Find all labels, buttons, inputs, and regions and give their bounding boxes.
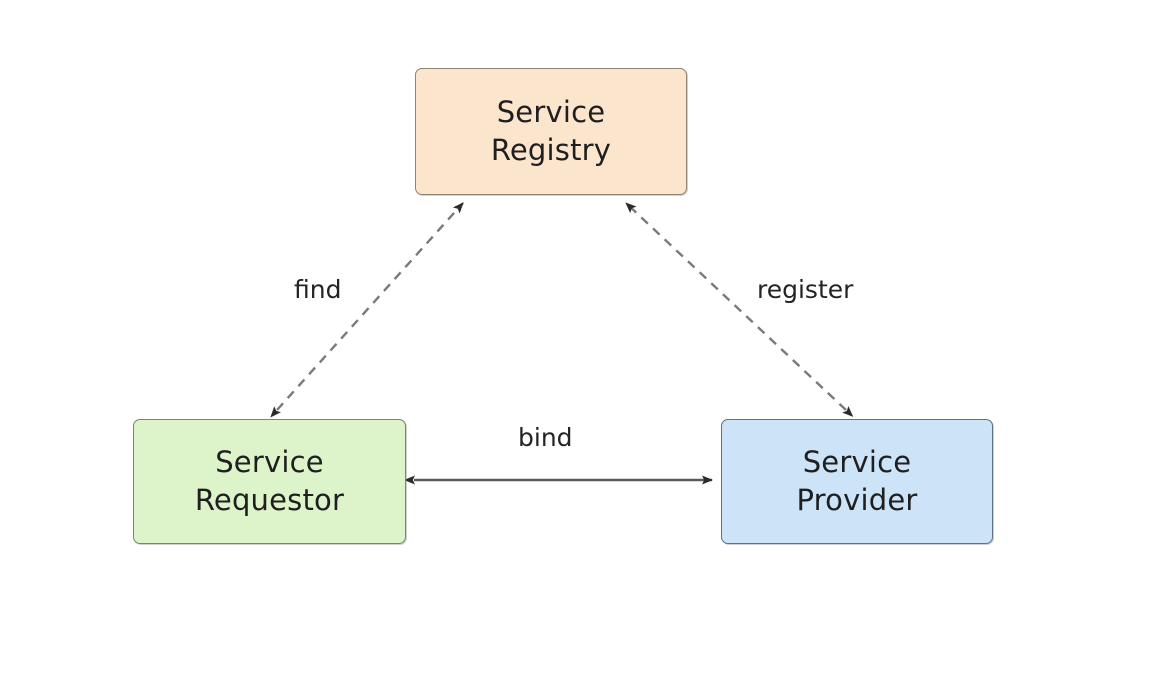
node-registry-line-1: Service <box>496 95 606 130</box>
edge-label-register: register <box>752 274 859 305</box>
edge-register <box>625 202 854 417</box>
node-provider-line-2: Provider <box>796 482 918 517</box>
node-provider-line-1: Service <box>802 445 912 480</box>
node-service-provider[interactable]: Service Provider <box>721 419 993 544</box>
node-service-registry[interactable]: Service Registry <box>415 68 687 195</box>
node-service-requestor[interactable]: Service Requestor <box>133 419 406 544</box>
edge-label-find: find <box>289 274 347 305</box>
node-registry-line-2: Registry <box>490 132 612 167</box>
node-requestor-line-1: Service <box>215 445 324 480</box>
edge-find <box>270 202 464 418</box>
node-requestor-line-2: Requestor <box>194 482 345 517</box>
edge-label-bind: bind <box>513 422 578 453</box>
